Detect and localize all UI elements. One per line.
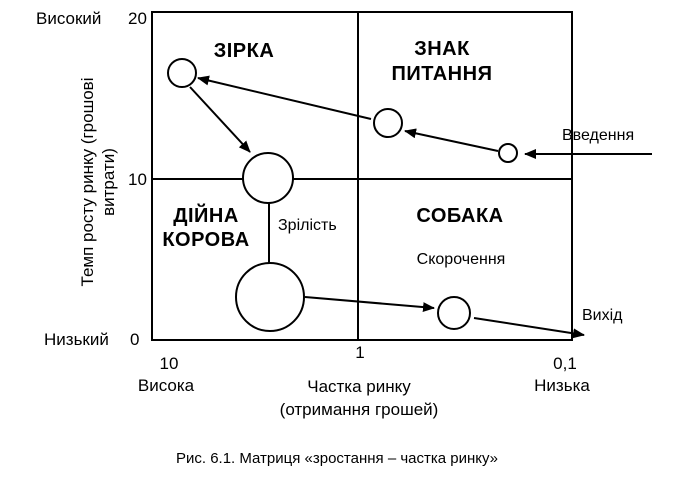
quadrant-star-label: ЗІРКА <box>214 40 275 62</box>
exit-arrow <box>473 317 585 339</box>
matrix-frame <box>151 11 573 341</box>
y-tick-0: 0 <box>130 330 139 349</box>
x-tick-0-1: 0,1 <box>553 354 577 373</box>
quadrant-question-label-line1: ЗНАК <box>414 38 470 60</box>
stage-decline-label: Скорочення <box>417 251 506 268</box>
x-axis-title-line2: (отримання грошей) <box>280 400 439 419</box>
y-high-label: Високий <box>36 9 101 28</box>
y-tick-20: 20 <box>128 9 147 28</box>
cow-circle <box>242 152 294 204</box>
figure-caption: Рис. 6.1. Матриця «зростання – частка ри… <box>176 450 498 467</box>
y-axis-title: Темп росту ринку (грошові витрати) <box>78 78 118 287</box>
intro-circle <box>498 143 518 163</box>
y-axis-title-line2: витрати) <box>99 148 118 216</box>
y-low-label: Низький <box>44 330 109 349</box>
x-high-label: Висока <box>138 376 195 395</box>
x-tick-1: 1 <box>355 343 364 362</box>
question-circle <box>373 108 403 138</box>
y-axis-title-line1: Темп росту ринку (грошові <box>78 78 97 287</box>
quadrant-dog-label: СОБАКА <box>416 205 503 227</box>
dog-circle <box>437 296 471 330</box>
x-axis-title-line1: Частка ринку <box>307 377 411 396</box>
star-circle <box>167 58 197 88</box>
quadrant-cow-label-line1: ДІЙНА <box>173 203 239 227</box>
x-tick-10: 10 <box>160 354 179 373</box>
question-growth-arrow <box>404 128 499 152</box>
stage-exit-label: Вихід <box>582 307 623 324</box>
star-to-cow-arrow <box>189 86 251 153</box>
x-low-label: Низька <box>534 376 590 395</box>
stage-maturity-label: Зрілість <box>278 217 337 234</box>
cow-to-dog-arrow <box>304 296 435 313</box>
quadrant-question-label-line2: ПИТАННЯ <box>392 63 493 85</box>
question-to-star-arrow <box>197 75 372 120</box>
decline-circle <box>235 262 305 332</box>
stage-intro-label: Введення <box>562 127 634 144</box>
y-tick-10: 10 <box>128 170 147 189</box>
quadrant-cow-label-line2: КОРОВА <box>162 229 249 251</box>
